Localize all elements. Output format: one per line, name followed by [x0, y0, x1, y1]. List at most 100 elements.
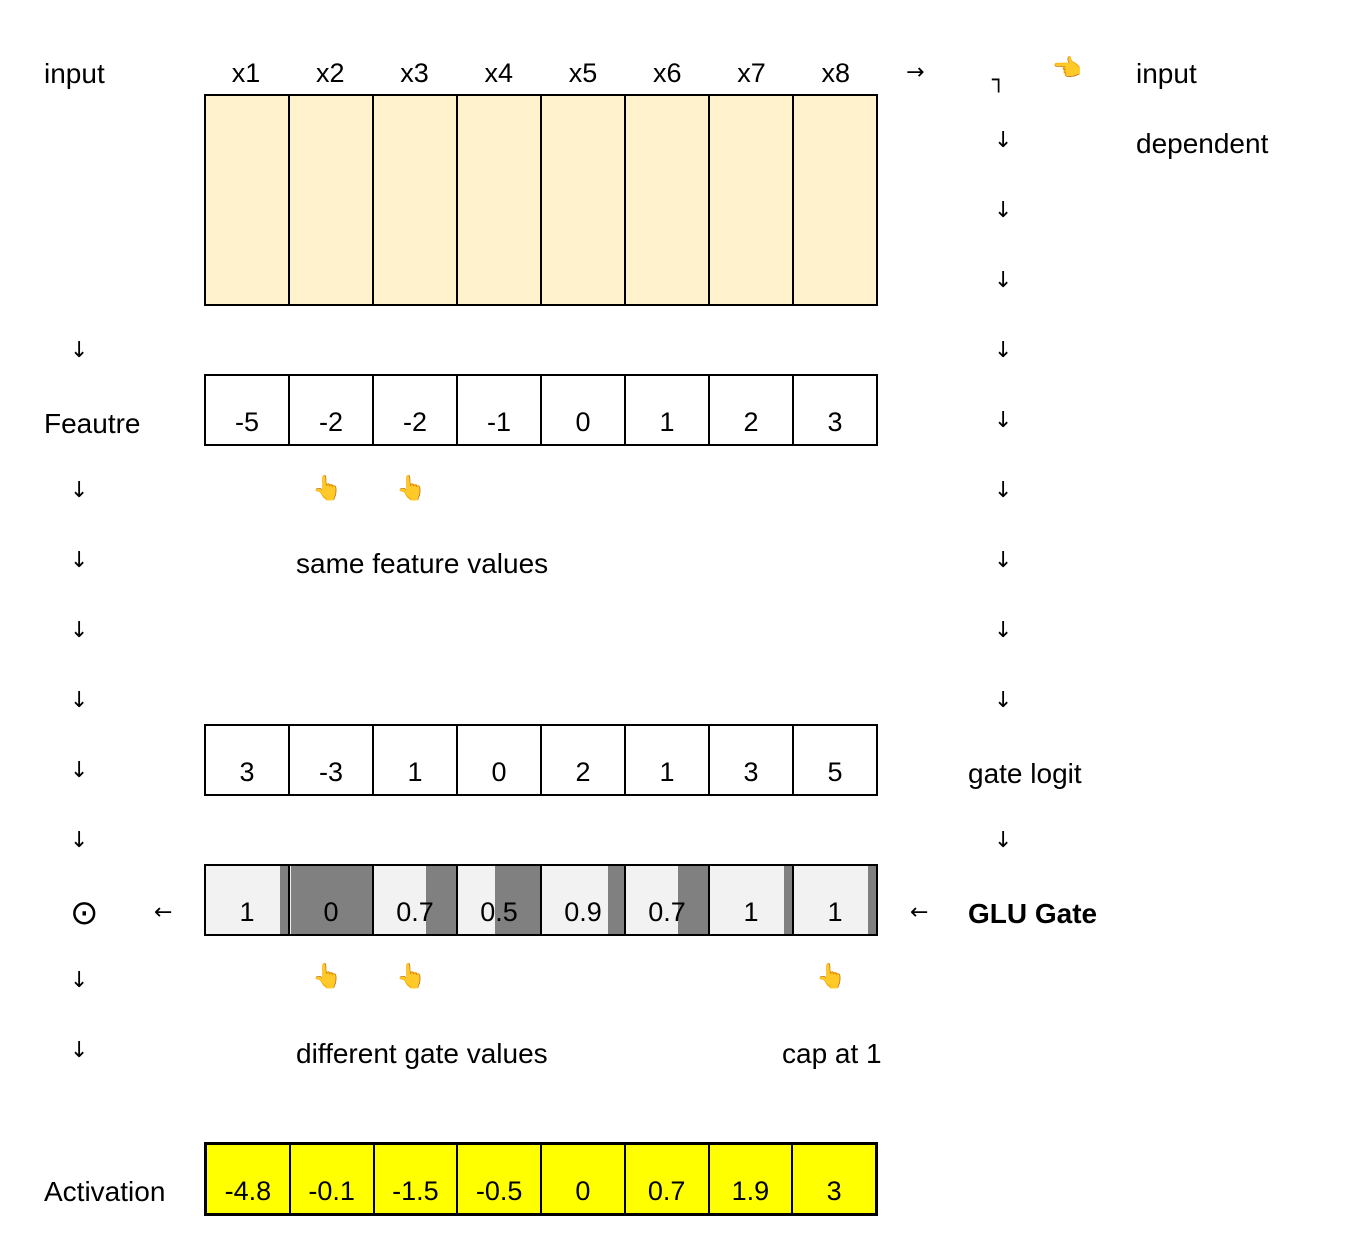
left-arrow-to-product-icon: ←	[154, 900, 173, 925]
activation-value: -1.5	[392, 1176, 439, 1206]
glu-gate-fill-bar	[710, 866, 784, 934]
down-arrow-icon: ↓	[994, 338, 1013, 363]
feature-cell: 2	[710, 376, 794, 444]
column-header-5: x5	[568, 58, 598, 88]
glu-gate-cell: 1	[794, 866, 876, 934]
glu-gate-value: 1	[239, 897, 255, 927]
column-header-7: x7	[737, 58, 766, 88]
input-cell	[710, 96, 794, 304]
elementwise-product-icon: ⊙	[70, 893, 99, 933]
column-header-3: x3	[400, 58, 429, 88]
glu-gate-value: 0.7	[396, 897, 434, 927]
down-arrow-icon: ↓	[70, 688, 89, 713]
glu-gate-cell: 0.9	[542, 866, 626, 934]
pointing-hand-icon-x8-gate: 👆	[816, 962, 846, 990]
activation-cell: -4.8	[207, 1145, 291, 1213]
gate-logit-cell: 0	[458, 726, 542, 794]
left-arrow-from-gate-icon: ←	[910, 900, 929, 925]
gate-logit-cell: 1	[374, 726, 458, 794]
activation-cell: -1.5	[375, 1145, 459, 1213]
activation-cell: -0.5	[458, 1145, 542, 1213]
activation-cell: 1.9	[710, 1145, 794, 1213]
down-arrow-icon: ↓	[70, 828, 89, 853]
column-header-2: x2	[315, 58, 345, 88]
gate-logit-value: 0	[491, 757, 507, 787]
glu-gate-value: 0.9	[564, 897, 602, 927]
column-header-1: x1	[231, 58, 261, 88]
feature-value: 3	[827, 407, 843, 437]
glu-gate-fill-bar	[542, 866, 609, 934]
down-arrow-icon: ↓	[994, 688, 1013, 713]
gate-logit-cell: 3	[710, 726, 794, 794]
input-cell	[626, 96, 710, 304]
down-arrow-icon: ↓	[70, 968, 89, 993]
activation-value: -0.5	[475, 1176, 523, 1206]
down-arrow-icon: ↓	[70, 478, 89, 503]
down-arrow-icon: ↓	[994, 618, 1013, 643]
activation-value: 0.7	[647, 1176, 686, 1206]
glu-gate-value: 1	[827, 897, 843, 927]
down-arrow-icon: ↓	[994, 478, 1013, 503]
down-arrow-icon: ↓	[70, 338, 89, 363]
activation-cell: 0.7	[626, 1145, 710, 1213]
pointing-hand-icon-x3-feature: 👆	[396, 474, 426, 502]
feature-value: -1	[486, 407, 511, 437]
pointing-hand-icon-x3-gate: 👆	[396, 962, 426, 990]
same-feature-values-note: same feature values	[296, 548, 549, 579]
gate-logit-label: gate logit	[968, 758, 1082, 789]
pointing-hand-icon-x2-feature: 👆	[312, 474, 342, 502]
feature-value: 2	[743, 407, 759, 437]
glu-gate-cell: 0	[290, 866, 374, 934]
glu-gate-fill-bar	[626, 866, 678, 934]
down-arrow-icon: ↓	[70, 618, 89, 643]
activation-row: -4.8-0.1 -1.5 -0.5 0 0.7 1.9 3	[204, 1142, 878, 1216]
feature-value: 1	[659, 407, 675, 437]
pointing-hand-icon-x2-gate: 👆	[312, 962, 342, 990]
input-cell	[290, 96, 374, 304]
feature-cell: -2	[290, 376, 374, 444]
input-cell	[206, 96, 290, 304]
glu-gate-fill-bar	[794, 866, 868, 934]
gate-logit-value: 5	[827, 757, 843, 787]
input-cell	[374, 96, 458, 304]
down-arrow-icon: ↓	[994, 408, 1013, 433]
pointing-left-hand-icon: 👈	[1052, 54, 1082, 82]
gate-logit-value: 3	[239, 757, 255, 787]
different-gate-values-note: different gate values	[296, 1038, 548, 1069]
activation-value: 0	[575, 1176, 591, 1206]
feature-cell: 3	[794, 376, 876, 444]
activation-cell: -0.1	[291, 1145, 375, 1213]
gate-logit-value: 3	[743, 757, 759, 787]
activation-value: 3	[826, 1176, 842, 1206]
corner-arrow-icon: ┐	[992, 68, 1006, 93]
down-arrow-icon: ↓	[994, 268, 1013, 293]
gate-logit-value: 1	[407, 757, 423, 787]
glu-gate-cell: 0.5	[458, 866, 542, 934]
gate-logit-cell: 5	[794, 726, 876, 794]
down-arrow-icon: ↓	[994, 198, 1013, 223]
cap-at-1-note: cap at 1	[782, 1038, 882, 1069]
down-arrow-icon: ↓	[994, 548, 1013, 573]
right-input-label: input	[1136, 58, 1197, 89]
input-label: input	[44, 58, 105, 89]
input-cell	[458, 96, 542, 304]
feature-cell: 0	[542, 376, 626, 444]
column-header-8: x8	[821, 58, 851, 88]
gate-logit-cell: 3	[206, 726, 290, 794]
down-arrow-icon: ↓	[994, 828, 1013, 853]
input-row	[204, 94, 878, 306]
glu-gate-cell: 1	[206, 866, 290, 934]
right-arrow-icon: →	[906, 60, 925, 85]
feature-value: -2	[318, 407, 343, 437]
down-arrow-icon: ↓	[70, 1038, 89, 1063]
glu-gate-cell: 1	[710, 866, 794, 934]
feature-value: -2	[402, 407, 427, 437]
glu-gate-fill-bar	[206, 866, 280, 934]
input-cell	[542, 96, 626, 304]
activation-cell: 0	[542, 1145, 626, 1213]
feature-cell: -2	[374, 376, 458, 444]
feature-cell: 1	[626, 376, 710, 444]
column-header-6: x6	[652, 58, 682, 88]
glu-gate-fill-bar	[374, 866, 426, 934]
